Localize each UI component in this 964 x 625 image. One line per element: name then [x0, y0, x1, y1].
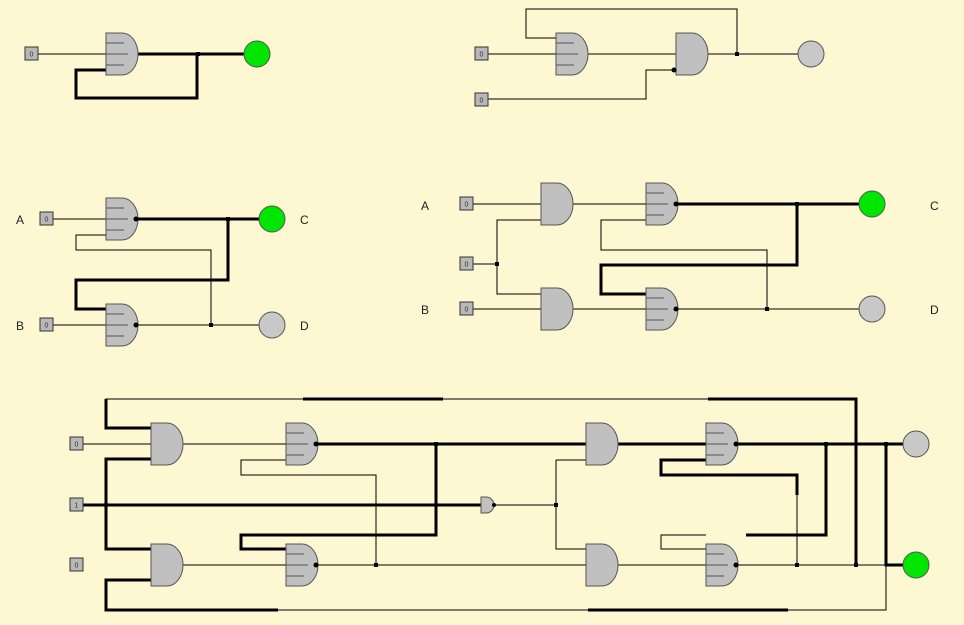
output-led — [902, 551, 930, 579]
switch-value: 0 — [45, 217, 49, 224]
and-gate — [645, 182, 679, 226]
switch-value: 1 — [75, 503, 79, 510]
and-gate — [675, 32, 709, 76]
and-gate — [645, 287, 679, 331]
wire-junction — [795, 202, 799, 206]
switch-value: 0 — [480, 98, 484, 105]
output-label: C — [300, 213, 309, 227]
wire-junction — [374, 563, 378, 567]
wire-junction — [735, 52, 739, 56]
circuit-5 — [83, 397, 903, 612]
input-label: A — [16, 213, 24, 227]
wire-junction — [313, 562, 319, 568]
and-gate — [105, 32, 139, 76]
input-switch[interactable]: 0 — [39, 317, 54, 332]
and-gate — [705, 422, 739, 466]
wire-junction — [554, 503, 558, 507]
input-label: B — [421, 303, 429, 317]
input-switch[interactable]: 0 — [459, 301, 474, 316]
circuit-1 — [38, 52, 245, 100]
output-led — [902, 430, 930, 458]
output-led — [858, 295, 886, 323]
wire-junction — [434, 442, 438, 446]
wire-junction — [765, 307, 769, 311]
output-label: D — [300, 319, 309, 333]
wire-junction — [673, 201, 679, 207]
wire-junction — [884, 442, 888, 446]
wire-junction — [133, 322, 139, 328]
wire-junction — [673, 306, 679, 312]
wire-junction — [671, 67, 677, 73]
circuit-2 — [488, 8, 798, 100]
and-gate — [540, 287, 574, 331]
wire-junction — [103, 502, 109, 508]
wire-junction — [733, 441, 739, 447]
and-gate — [285, 422, 319, 466]
wire-junction — [824, 442, 828, 446]
and-gate — [105, 197, 139, 241]
input-switch[interactable]: 0 — [474, 92, 489, 107]
input-switch[interactable]: 0 — [69, 557, 84, 572]
switch-value: 0 — [30, 52, 34, 59]
input-label: B — [16, 319, 24, 333]
and-gate — [285, 543, 319, 587]
and-gate — [150, 422, 184, 466]
and-gate — [540, 182, 574, 226]
input-switch[interactable]: 1 — [69, 497, 84, 512]
circuit-3 — [53, 217, 259, 326]
output-led — [258, 205, 286, 233]
output-led — [858, 190, 886, 218]
wire-junction — [209, 323, 213, 327]
input-switch[interactable]: 0 — [459, 196, 474, 211]
output-label: D — [930, 303, 939, 317]
input-switch[interactable]: 0 — [474, 46, 489, 61]
input-switch[interactable]: 0 — [69, 436, 84, 451]
output-label: C — [930, 199, 939, 213]
wire-junction — [492, 503, 496, 507]
switch-value: 0 — [480, 52, 484, 59]
input-switch[interactable]: 0 — [39, 211, 54, 226]
wire-junction — [733, 562, 739, 568]
switch-value: 0 — [465, 202, 469, 209]
input-label: A — [421, 199, 429, 213]
wire-junction — [495, 262, 499, 266]
wire-junction — [196, 52, 200, 56]
and-gate — [585, 422, 619, 466]
switch-value: 0 — [75, 442, 79, 449]
output-led — [243, 40, 271, 68]
and-gate — [555, 32, 589, 76]
wire-junction — [133, 216, 139, 222]
wire-junction — [226, 217, 230, 221]
and-gate — [585, 543, 619, 587]
output-led — [797, 40, 825, 68]
switch-value: 0 — [75, 563, 79, 570]
and-gate — [150, 543, 184, 587]
input-switch[interactable]: 0 — [24, 46, 39, 61]
and-gate — [705, 543, 739, 587]
output-led — [258, 311, 286, 339]
switch-value: 0 — [465, 262, 469, 269]
switch-value: 0 — [45, 323, 49, 330]
circuit-4 — [473, 202, 859, 310]
and-gate — [105, 303, 139, 347]
wire-junction — [313, 441, 319, 447]
input-switch[interactable]: 0 — [459, 256, 474, 271]
wire-junction — [795, 563, 799, 567]
wire-junction — [854, 563, 858, 567]
switch-value: 0 — [465, 307, 469, 314]
